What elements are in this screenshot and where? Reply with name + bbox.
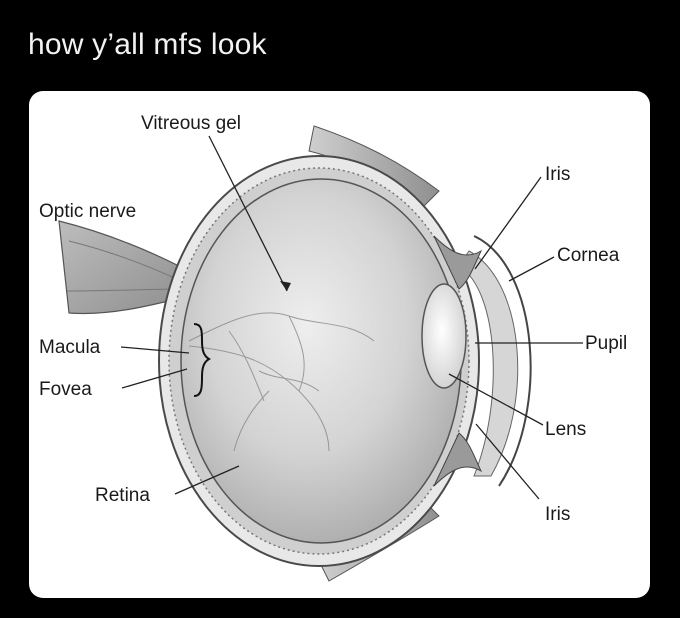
retinal-vessels [188, 312, 375, 452]
label-macula: Macula [39, 337, 101, 358]
label-retina: Retina [95, 485, 150, 506]
label-vitreous-gel: Vitreous gel [141, 113, 241, 134]
iris-bottom-shape [433, 432, 483, 487]
eye-diagram-card: Vitreous gel Optic nerve Iris Cornea Pup… [29, 91, 650, 598]
eye-anatomy-diagram: Vitreous gel Optic nerve Iris Cornea Pup… [39, 113, 627, 582]
label-cornea: Cornea [557, 245, 620, 266]
lens-shape [421, 283, 467, 389]
cornea-shape [473, 235, 532, 487]
label-iris-top: Iris [545, 164, 570, 185]
label-lens: Lens [545, 419, 586, 440]
vitreous-body-shape [180, 178, 462, 544]
leader-lines [120, 135, 583, 500]
label-iris-bottom: Iris [545, 504, 570, 525]
post-caption: how y’all mfs look [28, 28, 267, 61]
label-fovea: Fovea [39, 379, 92, 400]
label-pupil: Pupil [585, 333, 627, 354]
label-optic-nerve: Optic nerve [39, 201, 136, 222]
macula-bracket [193, 323, 211, 397]
iris-top-shape [433, 235, 483, 290]
